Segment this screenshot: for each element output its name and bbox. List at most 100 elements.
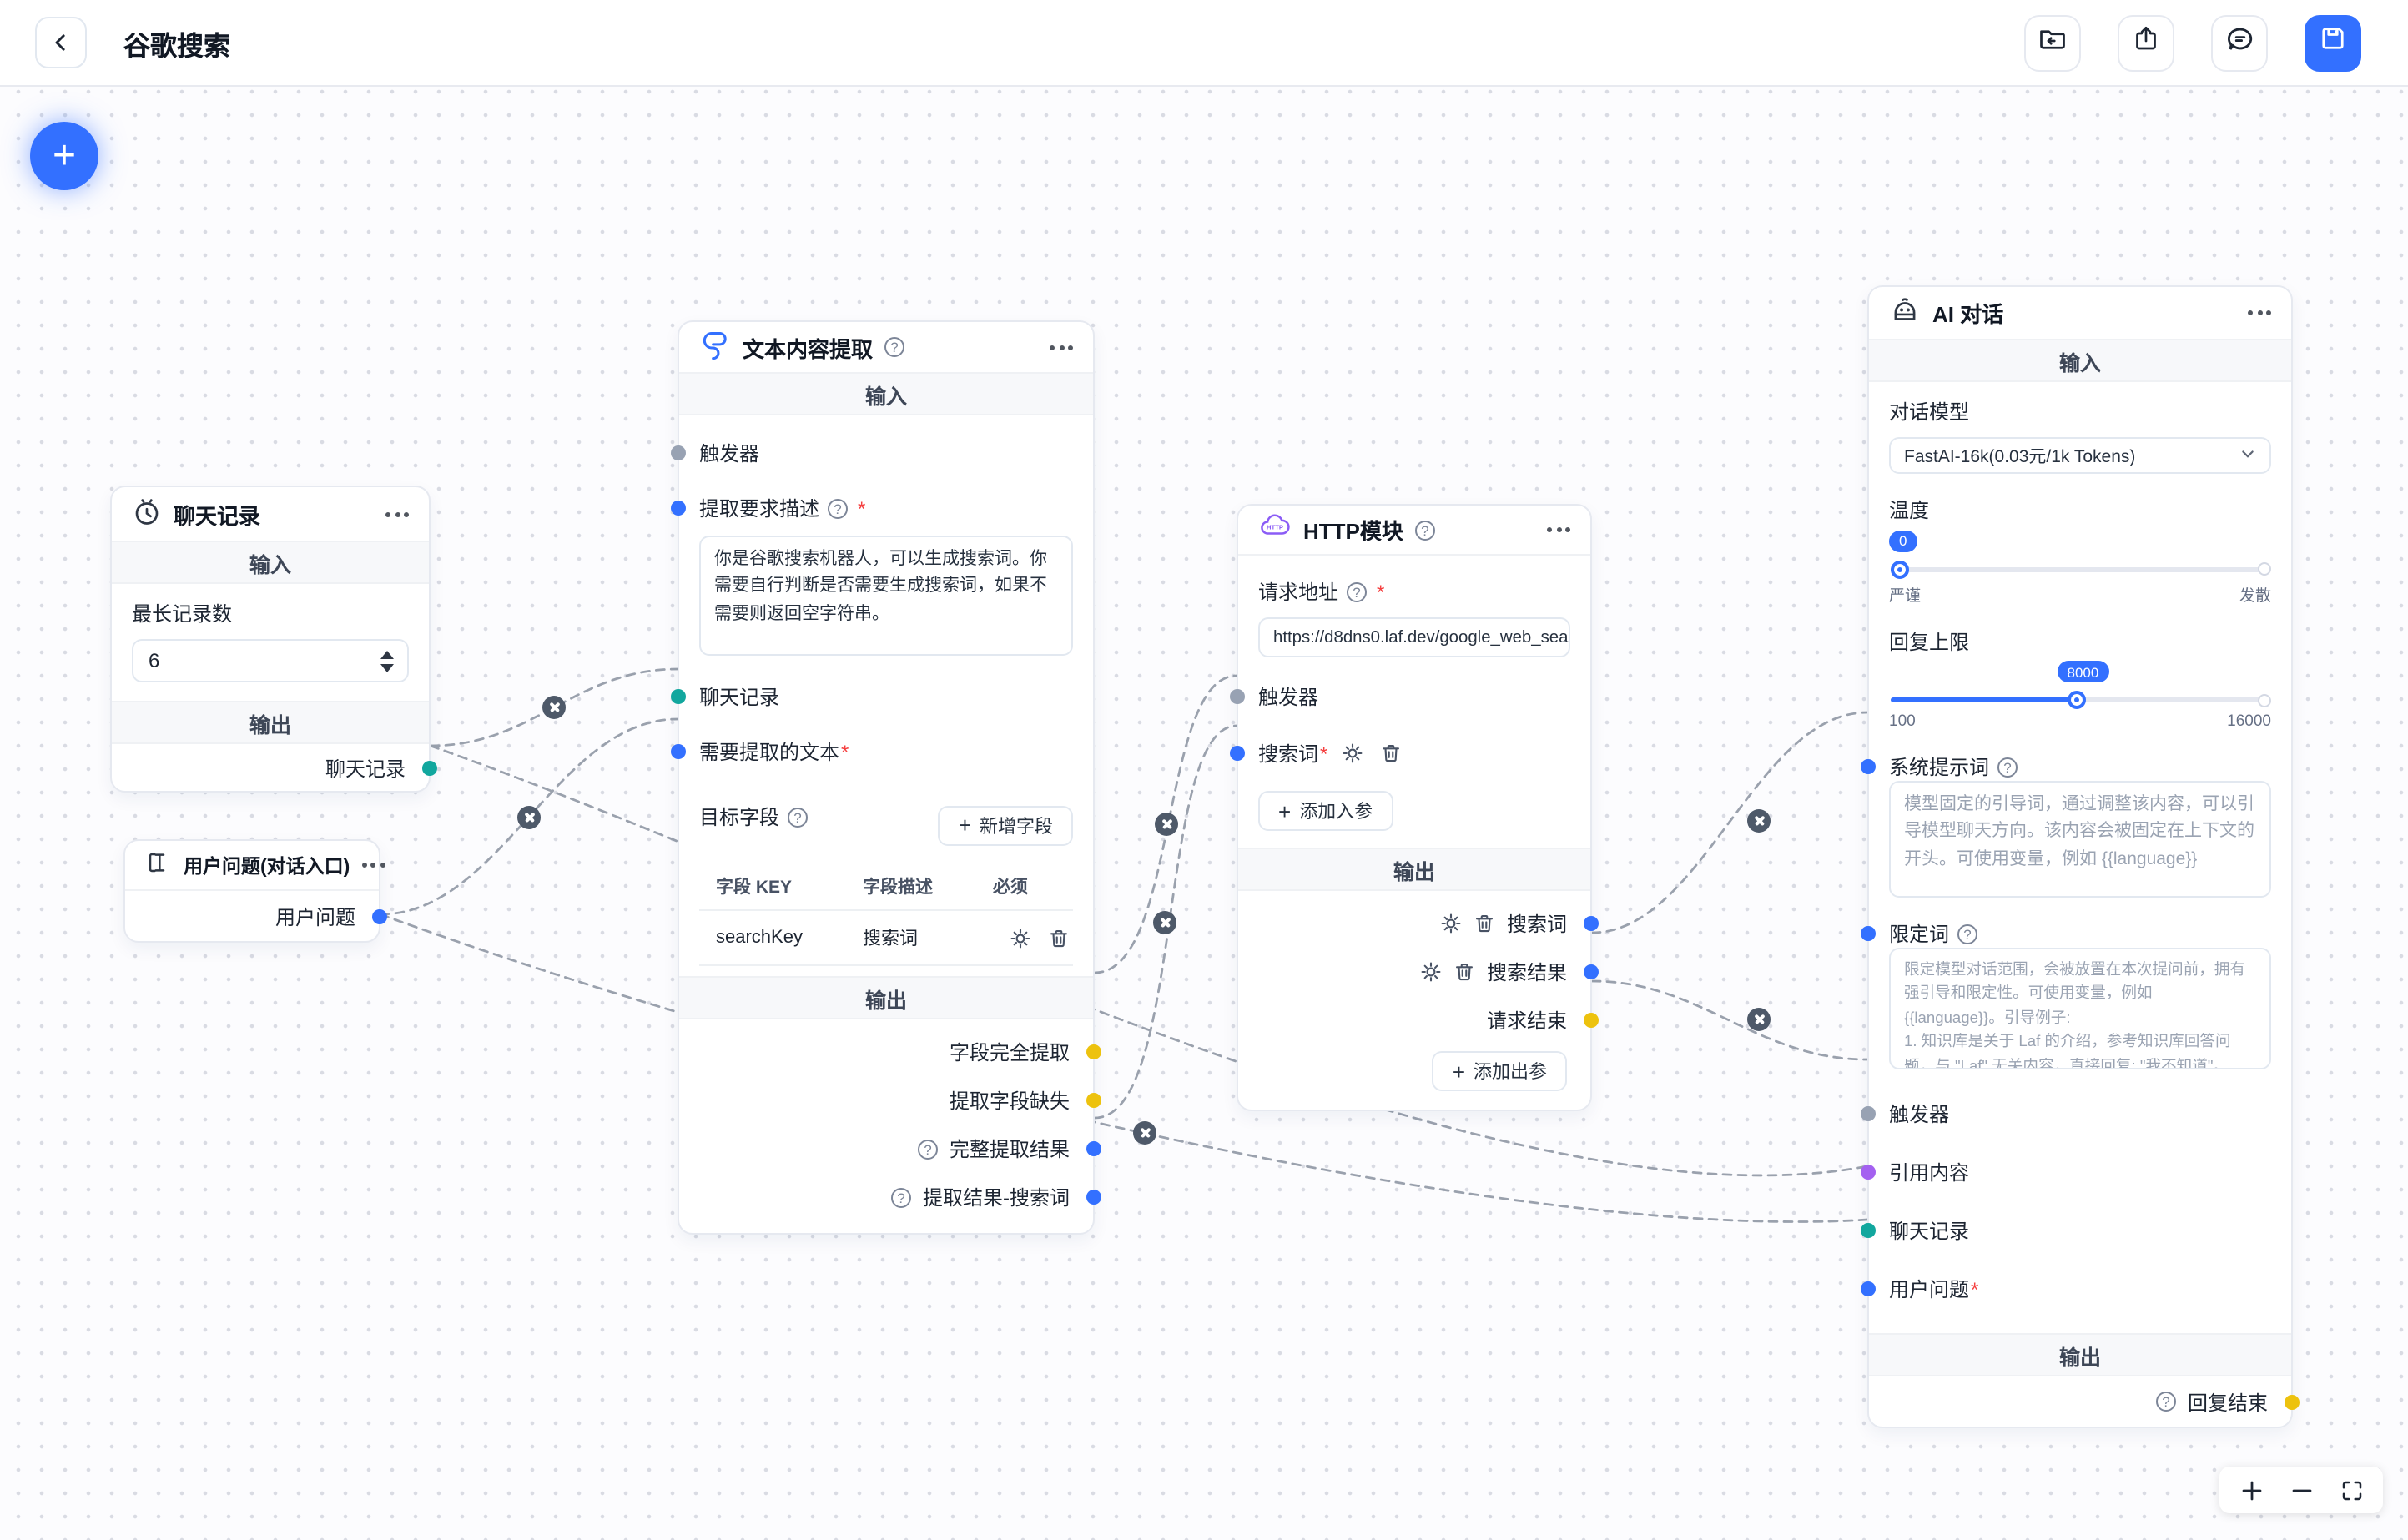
system-prompt-label: 系统提示词: [1889, 756, 1990, 779]
help-icon[interactable]: ?: [788, 807, 809, 827]
help-icon[interactable]: ?: [1997, 757, 2018, 777]
port-extract-text-in[interactable]: [670, 744, 685, 759]
model-select[interactable]: FastAI-16k(0.03元/1k Tokens): [1889, 437, 2271, 474]
delete-connection-icon[interactable]: [1153, 911, 1176, 934]
help-icon[interactable]: ?: [917, 1139, 938, 1159]
delete-connection-icon[interactable]: [1155, 813, 1178, 836]
help-icon[interactable]: ?: [828, 498, 849, 518]
help-icon[interactable]: ?: [891, 1187, 911, 1207]
delete-connection-icon[interactable]: [1747, 1008, 1771, 1031]
plus-icon: +: [1278, 798, 1292, 823]
node-ai-chat[interactable]: AI 对话 输入 对话模型 FastAI-16k(0.03元/1k Tokens…: [1860, 285, 2299, 1428]
output-label: 完整提取结果: [949, 1138, 1070, 1161]
open-app-button[interactable]: [2024, 14, 2081, 71]
temperature-slider[interactable]: [1891, 560, 2271, 578]
port-extract-full-result-out[interactable]: [1086, 1141, 1101, 1156]
back-button[interactable]: [35, 17, 87, 68]
port-extract-fields-complete-out[interactable]: [1086, 1044, 1101, 1059]
gear-icon[interactable]: [1420, 961, 1442, 983]
add-param-button[interactable]: + 添加入参: [1258, 791, 1393, 831]
zoom-out-button[interactable]: [2280, 1472, 2323, 1508]
node-title: 聊天记录: [174, 503, 261, 528]
plus-icon: +: [958, 813, 971, 838]
port-extract-trigger-in[interactable]: [670, 445, 685, 460]
port-extract-fields-missing-out[interactable]: [1086, 1093, 1101, 1108]
port-http-trigger-in[interactable]: [1229, 689, 1244, 704]
port-ai-trigger-in[interactable]: [1860, 1106, 1875, 1121]
port-ai-chat-history-in[interactable]: [1860, 1223, 1875, 1238]
output-section-header: 输出: [1869, 1333, 2291, 1376]
gear-icon[interactable]: [1010, 927, 1031, 949]
port-ai-reply-finish-out[interactable]: [2284, 1394, 2299, 1409]
help-icon[interactable]: ?: [1414, 520, 1435, 540]
delete-connection-icon[interactable]: [1133, 1121, 1156, 1145]
input-section-header: 输入: [679, 372, 1093, 415]
node-chat-history[interactable]: 聊天记录 输入 最长记录数 6 输出 聊天记录: [110, 486, 436, 793]
node-title: 文本内容提取: [743, 336, 874, 361]
port-chat-history-out[interactable]: [421, 760, 436, 775]
gear-icon[interactable]: [1341, 742, 1363, 764]
stepper-arrows-icon[interactable]: [367, 650, 407, 672]
chevron-down-icon: [2239, 445, 2256, 466]
trash-icon[interactable]: [1474, 913, 1495, 934]
more-icon[interactable]: [385, 505, 409, 523]
trash-icon[interactable]: [1379, 742, 1401, 764]
help-icon[interactable]: ?: [2155, 1392, 2176, 1412]
more-icon[interactable]: [1050, 338, 1073, 356]
port-extract-searchkey-out[interactable]: [1086, 1190, 1101, 1205]
save-button[interactable]: [2305, 14, 2361, 71]
slider-thumb[interactable]: [2068, 691, 2087, 709]
more-icon[interactable]: [2248, 304, 2271, 322]
delete-connection-icon[interactable]: [542, 696, 566, 719]
output-label: 请求结束: [1486, 1009, 1567, 1033]
add-node-button[interactable]: +: [30, 122, 98, 190]
chat-test-button[interactable]: [2211, 14, 2268, 71]
port-ai-limit-in[interactable]: [1860, 926, 1875, 941]
system-prompt-textarea[interactable]: 模型固定的引导词，通过调整该内容，可以引导模型聊天方向。该内容会被固定在上下文的…: [1889, 781, 2271, 898]
node-title: 用户问题(对话入口): [184, 857, 350, 877]
max-records-stepper[interactable]: 6: [132, 639, 409, 682]
more-icon[interactable]: [361, 856, 385, 874]
delete-connection-icon[interactable]: [517, 806, 541, 829]
limit-textarea[interactable]: 限定模型对话范围，会被放置在本次提问前，拥有强引导和限定性。可使用变量，例如 {…: [1889, 948, 2271, 1069]
gear-icon[interactable]: [1440, 913, 1462, 934]
help-icon[interactable]: ?: [884, 337, 905, 357]
node-text-extract[interactable]: 文本内容提取 ? 输入 触发器 提取要求描述 ? 你是谷歌搜索机器人，可以生成搜…: [670, 320, 1101, 1235]
port-http-finish-out[interactable]: [1583, 1013, 1598, 1028]
trigger-label: 触发器: [699, 442, 760, 466]
export-button[interactable]: [2118, 14, 2174, 71]
node-http[interactable]: HTTP HTTP模块 ? 请求地址 ? https://d8dns0.laf.…: [1229, 504, 1598, 1111]
delete-connection-icon[interactable]: [1747, 809, 1771, 833]
help-icon[interactable]: ?: [1957, 923, 1978, 944]
output-section-header: 输出: [1238, 848, 1590, 891]
output-section-header: 输出: [679, 976, 1093, 1019]
field-key-cell: searchKey: [716, 928, 803, 948]
trash-icon[interactable]: [1453, 961, 1475, 983]
slider-thumb[interactable]: [1891, 560, 1909, 578]
add-field-button[interactable]: + 新增字段: [938, 805, 1073, 845]
port-http-result-out[interactable]: [1583, 964, 1598, 979]
port-extract-desc-in[interactable]: [670, 501, 685, 516]
max-reply-slider[interactable]: [1891, 691, 2271, 709]
port-ai-sysprompt-in[interactable]: [1860, 759, 1875, 774]
trash-icon[interactable]: [1048, 927, 1070, 949]
port-user-question-out[interactable]: [371, 908, 386, 923]
save-icon: [2318, 23, 2348, 62]
add-output-button[interactable]: + 添加出参: [1432, 1051, 1567, 1091]
fit-view-button[interactable]: [2330, 1472, 2373, 1508]
url-input[interactable]: https://d8dns0.laf.dev/google_web_search: [1258, 617, 1570, 657]
help-icon[interactable]: ?: [1347, 581, 1368, 601]
extract-desc-textarea[interactable]: 你是谷歌搜索机器人，可以生成搜索词。你需要自行判断是否需要生成搜索词，如果不需要…: [699, 536, 1073, 656]
more-icon[interactable]: [1547, 521, 1570, 539]
port-http-searchkey-in[interactable]: [1229, 746, 1244, 761]
zoom-controls: [2219, 1467, 2383, 1513]
port-http-searchkey-out[interactable]: [1583, 916, 1598, 931]
model-label: 对话模型: [1889, 400, 1970, 424]
zoom-in-button[interactable]: [2229, 1472, 2273, 1508]
node-user-question[interactable]: 用户问题(对话入口) 用户问题: [123, 839, 386, 943]
port-ai-quote-in[interactable]: [1860, 1165, 1875, 1180]
port-ai-user-question-in[interactable]: [1860, 1281, 1875, 1296]
port-extract-chat-history-in[interactable]: [670, 689, 685, 704]
chat-history-label: 聊天记录: [1889, 1220, 1970, 1243]
